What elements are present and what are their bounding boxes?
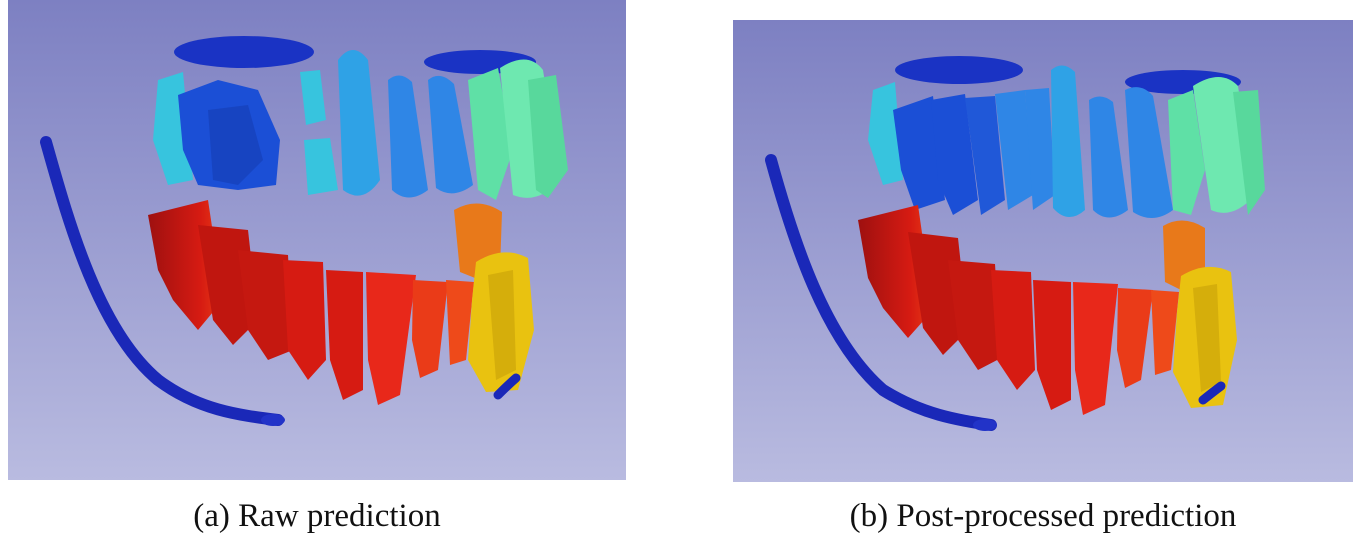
upper-crown-left [895, 56, 1023, 84]
panel-post-processed-prediction [733, 0, 1353, 482]
raw-prediction-render [8, 0, 626, 480]
yellow-shadow [488, 270, 516, 380]
lower-red-teeth [148, 200, 474, 405]
caption-post-processed-prediction: (b) Post-processed prediction [849, 498, 1237, 534]
upper-teeth [153, 50, 568, 200]
canal-tail [493, 373, 521, 400]
upper-crown-left [174, 36, 314, 68]
yellow-shadow [1193, 284, 1221, 392]
caption-raw-prediction: (a) Raw prediction [193, 498, 441, 534]
upper-teeth [868, 65, 1265, 219]
mandibular-canal [765, 154, 997, 431]
panel-raw-prediction [8, 0, 626, 480]
canal-end [973, 419, 997, 431]
canal-end [261, 414, 285, 426]
lower-red-teeth [858, 205, 1179, 415]
post-processed-render [733, 20, 1353, 482]
mandibular-canal [40, 136, 284, 426]
canal-tail [1198, 381, 1226, 405]
